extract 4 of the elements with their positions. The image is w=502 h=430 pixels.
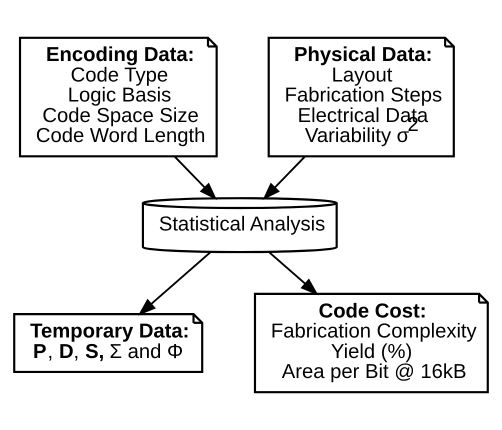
arrow: [138, 251, 212, 316]
arrow: [174, 156, 217, 200]
arrow: [262, 156, 306, 200]
arrow: [268, 251, 318, 296]
